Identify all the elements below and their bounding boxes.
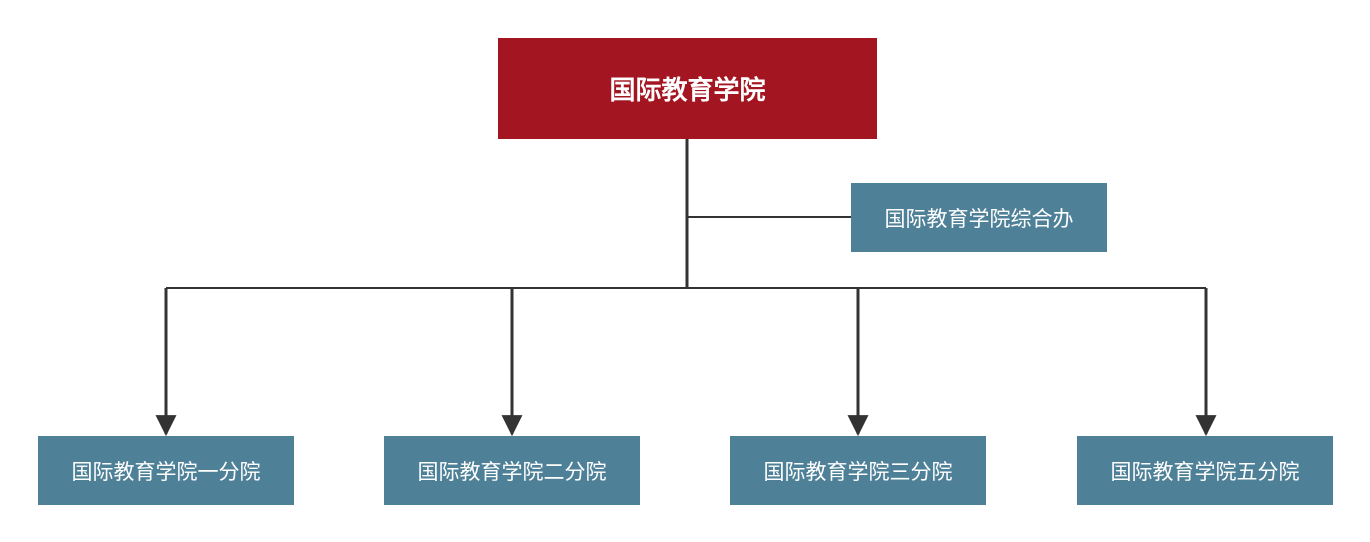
branch-node-3[interactable]: 国际教育学院三分院 xyxy=(730,436,986,505)
branch-label-3: 国际教育学院三分院 xyxy=(763,459,953,484)
branch-label-4: 国际教育学院五分院 xyxy=(1110,459,1300,484)
branch-node-2[interactable]: 国际教育学院二分院 xyxy=(384,436,640,505)
branch-label-1: 国际教育学院一分院 xyxy=(71,459,261,484)
root-label: 国际教育学院 xyxy=(609,76,766,106)
branch-label-2: 国际教育学院二分院 xyxy=(417,459,607,484)
branch-node-4[interactable]: 国际教育学院五分院 xyxy=(1077,436,1333,505)
root-node[interactable]: 国际教育学院 xyxy=(498,38,877,139)
office-node[interactable]: 国际教育学院综合办 xyxy=(851,183,1107,252)
branch-node-1[interactable]: 国际教育学院一分院 xyxy=(38,436,294,505)
office-label: 国际教育学院综合办 xyxy=(884,206,1074,231)
